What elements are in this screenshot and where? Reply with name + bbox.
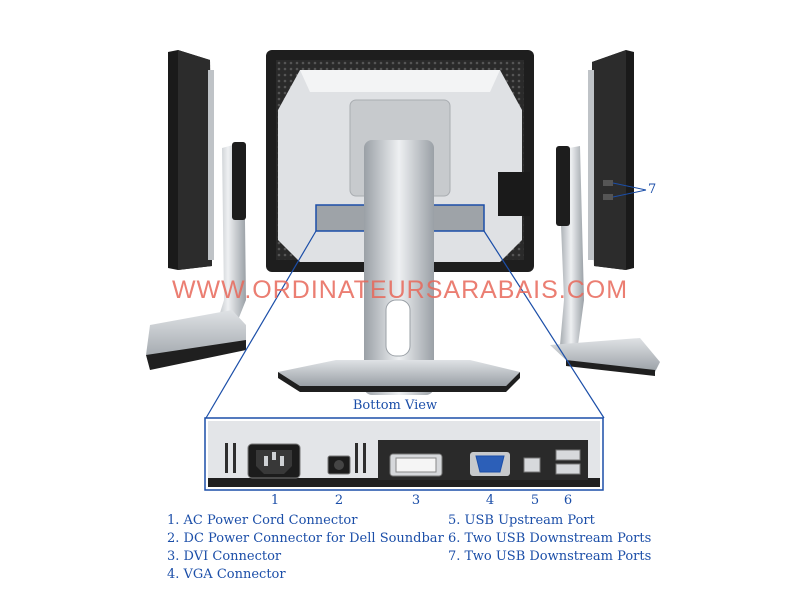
bottom-view-panel bbox=[204, 417, 604, 491]
legend-item-1: 1. AC Power Cord Connector bbox=[167, 513, 358, 528]
callout-label-7: 7 bbox=[648, 182, 657, 197]
legend-item-7: 7. Two USB Downstream Ports bbox=[448, 549, 652, 564]
port-number-4: 4 bbox=[485, 493, 495, 508]
bottom-view-title: Bottom View bbox=[352, 398, 438, 413]
legend-item-2: 2. DC Power Connector for Dell Soundbar bbox=[167, 531, 444, 546]
watermark-text: WWW.ORDINATEURSARABAIS.COM bbox=[171, 276, 629, 304]
port-number-3: 3 bbox=[411, 493, 421, 508]
legend-item-6: 6. Two USB Downstream Ports bbox=[448, 531, 652, 546]
rear-view-monitor bbox=[266, 50, 534, 395]
port-number-6: 6 bbox=[563, 493, 573, 508]
port-number-1: 1 bbox=[270, 493, 280, 508]
legend-item-4: 4. VGA Connector bbox=[167, 567, 286, 582]
port-number-2: 2 bbox=[334, 493, 344, 508]
port-number-5: 5 bbox=[530, 493, 540, 508]
left-side-view bbox=[146, 50, 246, 370]
legend-item-3: 3. DVI Connector bbox=[167, 549, 282, 564]
legend-item-5: 5. USB Upstream Port bbox=[448, 513, 595, 528]
right-side-view bbox=[550, 50, 660, 376]
